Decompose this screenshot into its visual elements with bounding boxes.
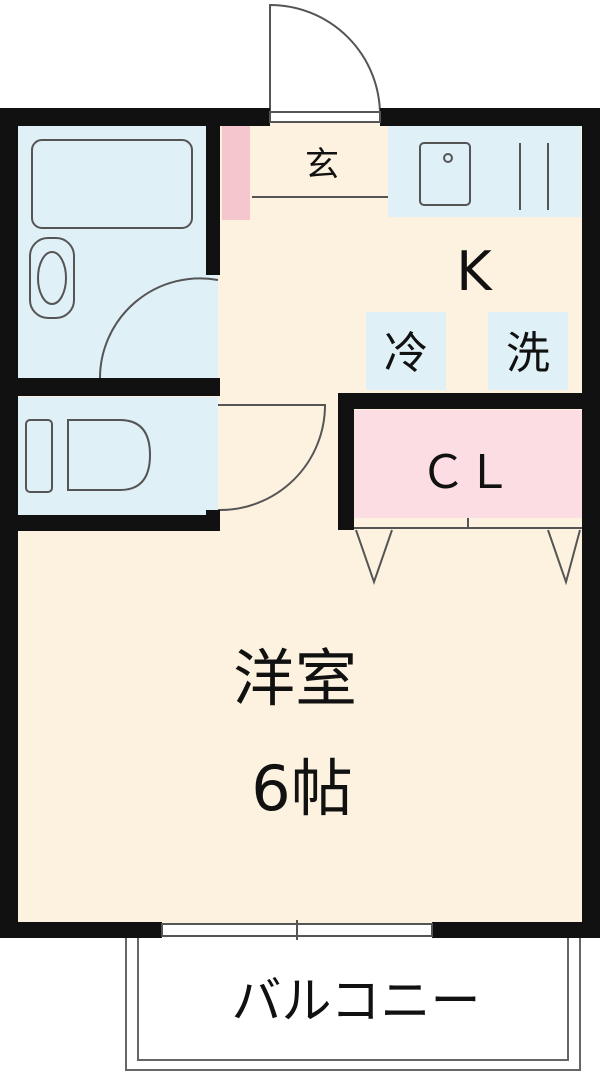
wall-right [582, 108, 600, 938]
wall-toilet-right [206, 510, 220, 531]
floor-areas [8, 115, 588, 935]
wall-bath-bottom [18, 378, 220, 396]
wall-left [0, 108, 18, 938]
closet-area [352, 410, 582, 518]
basin-bowl [37, 251, 67, 305]
washer-slot [488, 312, 568, 390]
fixtures [25, 139, 582, 586]
balcony [125, 938, 581, 1071]
entrance-doorway [269, 111, 381, 123]
toilet-bowl [67, 419, 152, 491]
entrance-strip [222, 126, 250, 220]
toilet-tank [25, 419, 53, 493]
wall-closet-top [338, 393, 588, 409]
balcony-label: バルコニー [232, 972, 481, 1030]
main-room-label: 洋室 [233, 642, 357, 715]
bath-door-swing [98, 277, 219, 381]
door-swings [98, 3, 381, 512]
wall-top-left [0, 108, 270, 126]
bathtub [31, 139, 193, 229]
walls [0, 108, 600, 938]
entrance-label: 玄 [305, 145, 339, 185]
balcony-inner-rail [137, 938, 569, 1061]
fridge-slot [366, 312, 446, 390]
wall-closet-left [338, 393, 354, 530]
washer-label: 洗 [506, 328, 550, 379]
toilet-door-swing [217, 404, 327, 512]
wall-bottom-left [0, 922, 162, 938]
wall-toilet-bottom [18, 515, 220, 531]
closet-label: ＣＬ [420, 445, 512, 499]
fridge-label: 冷 [384, 328, 428, 379]
kitchen-sink [419, 142, 471, 206]
closet-door-left [355, 529, 393, 586]
wash-basin [29, 237, 75, 319]
kitchen-counter [388, 125, 581, 217]
entrance-door-swing [269, 3, 381, 116]
balcony-window [161, 920, 433, 940]
wall-bath-right [206, 115, 220, 275]
kitchen-label: K [456, 240, 493, 303]
wall-bottom-right [432, 922, 600, 938]
sink-drain [443, 153, 453, 163]
toilet-area [18, 397, 218, 517]
balcony-outer-rail [125, 938, 581, 1071]
main-room-size: 6帖 [251, 752, 352, 825]
wall-top-right [380, 108, 592, 126]
closet-door-right [547, 529, 581, 586]
